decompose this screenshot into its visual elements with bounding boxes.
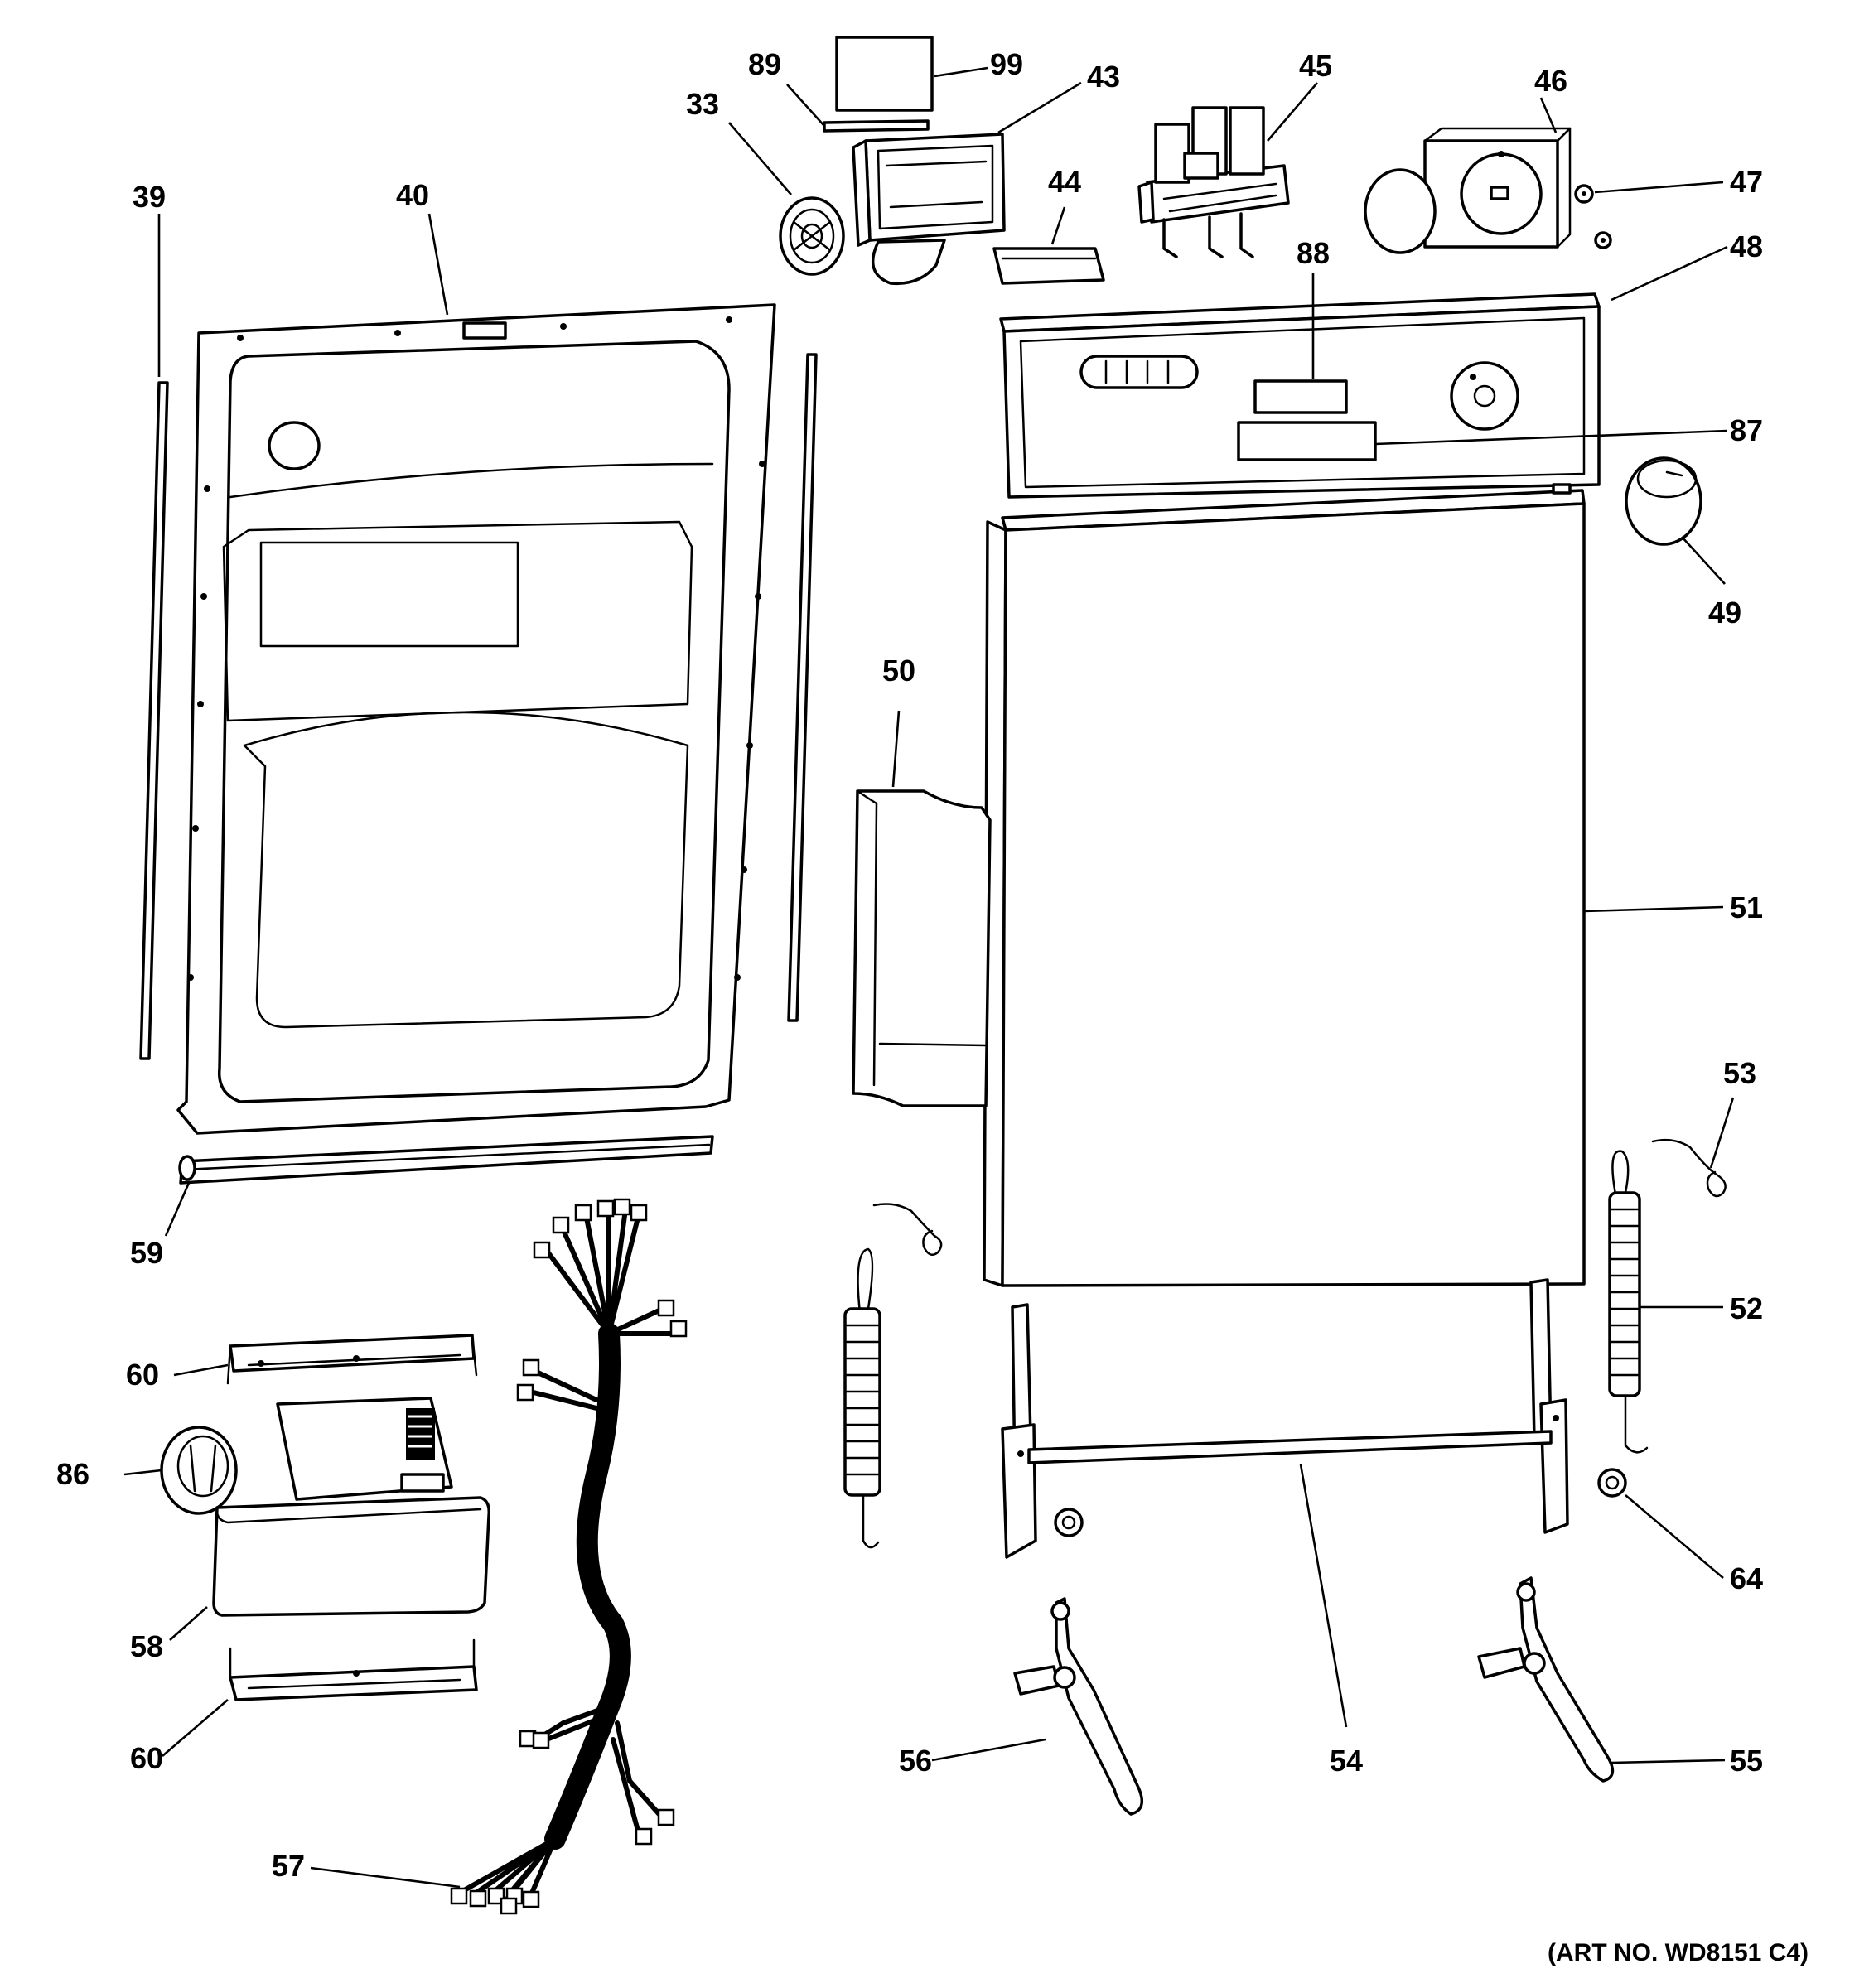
callout-50: 50 — [882, 654, 915, 688]
outer-door-panel — [983, 483, 1586, 1287]
callout-99: 86 — [56, 1457, 89, 1491]
detergent-dispenser — [852, 133, 1006, 286]
callout-52: 52 — [1730, 1291, 1763, 1325]
trim-bracket-upper — [226, 1334, 478, 1385]
control-knob — [1625, 456, 1702, 546]
trim-bracket-lower — [229, 1638, 478, 1701]
control-module — [212, 1397, 491, 1617]
callout-47: 47 — [1730, 165, 1763, 199]
callout-56: 56 — [899, 1744, 932, 1778]
control-panel — [999, 292, 1601, 499]
star-washers — [1054, 1468, 1627, 1537]
callout-53: 53 — [1723, 1056, 1756, 1090]
art-number: (ART NO. WD8151 C4) — [1548, 1939, 1809, 1966]
callout-49: 49 — [1708, 596, 1741, 630]
switch-assembly — [1137, 106, 1290, 258]
side-trim-strip-left — [139, 381, 169, 1060]
thermostat — [160, 1426, 238, 1515]
door-insulation-bracket — [852, 789, 992, 1107]
callout-88: 89 — [748, 47, 781, 81]
callout-44: 44 — [1048, 165, 1081, 199]
callout-54: 54 — [1330, 1744, 1363, 1778]
door-spring-right — [1608, 1150, 1649, 1454]
callout-48: 48 — [1730, 229, 1763, 263]
callout-60-lower: 60 — [130, 1741, 163, 1775]
callout-33: 33 — [686, 87, 719, 121]
callout-55: 55 — [1730, 1744, 1763, 1778]
side-trim-strip-right — [787, 353, 818, 1022]
callout-86: 87 — [1730, 413, 1763, 447]
bottom-trim-strip — [178, 1135, 714, 1185]
callout-89: 99 — [990, 47, 1023, 81]
instruction-label — [835, 36, 934, 112]
hinge-bracket-assembly — [1001, 1278, 1569, 1559]
callout-64: 64 — [1730, 1561, 1763, 1595]
leader-lines — [123, 66, 1735, 1889]
inner-door-panel — [176, 303, 776, 1135]
callout-labels: 39 40 33 89 99 43 44 45 46 47 48 88 87 4… — [56, 47, 1763, 1883]
callout-43: 43 — [1087, 60, 1120, 94]
dispenser-knob — [779, 196, 845, 276]
door-hinge-left — [1013, 1597, 1144, 1816]
callout-46: 46 — [1534, 64, 1567, 98]
spring-hook-right — [1651, 1138, 1727, 1198]
door-spring-left — [843, 1247, 881, 1549]
dispenser-cover-strip — [823, 119, 930, 133]
door-hinge-right — [1477, 1576, 1615, 1783]
spring-hook-left — [872, 1203, 943, 1257]
callout-51: 51 — [1730, 890, 1763, 924]
vent-cover — [992, 247, 1105, 285]
callout-60-upper: 60 — [126, 1358, 159, 1392]
callout-58: 58 — [130, 1629, 163, 1663]
callout-39: 39 — [133, 180, 166, 214]
callout-40: 40 — [396, 178, 429, 212]
callout-59: 59 — [130, 1236, 163, 1270]
wiring-harness — [450, 1198, 688, 1915]
callout-57: 57 — [272, 1849, 305, 1883]
callout-87: 88 — [1297, 236, 1330, 270]
timer-screws — [1574, 184, 1612, 249]
timer — [1364, 127, 1572, 254]
callout-45: 45 — [1299, 49, 1332, 83]
